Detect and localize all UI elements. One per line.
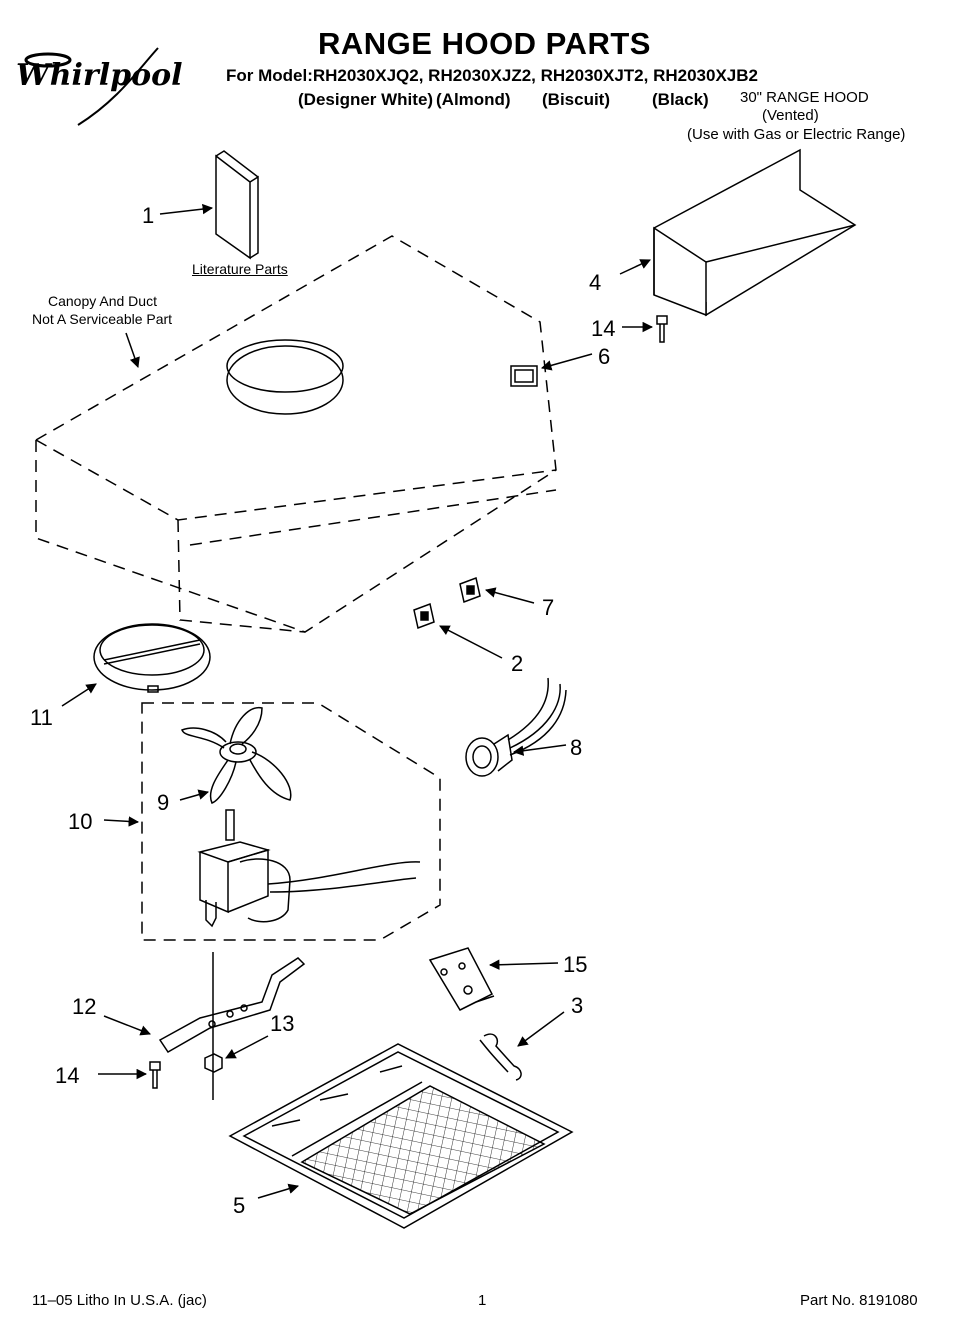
logo-wordmark: Whirlpool: [16, 58, 183, 93]
logo-swirl-icon: [24, 47, 159, 126]
callout-12: 12: [72, 994, 97, 1019]
hood-type: 30" RANGE HOOD: [740, 89, 869, 106]
leader-6: [540, 353, 593, 371]
callout-13: 13: [270, 1011, 295, 1036]
callout-15: 15: [563, 952, 588, 977]
page-number: 1: [478, 1292, 487, 1309]
fan-motor-assembly-outline: [141, 702, 441, 941]
leader-3: [517, 1011, 565, 1047]
model-list: For Model:RH2030XJQ2, RH2030XJZ2, RH2030…: [226, 66, 758, 85]
part-number: Part No. 8191080: [800, 1292, 918, 1309]
footer-litho: 11–05 Litho In U.S.A. (jac): [32, 1292, 207, 1309]
leader-9: [179, 789, 210, 801]
callout-10: 10: [68, 809, 93, 834]
callout-14-bottom: 14: [55, 1063, 80, 1088]
fan-motor: [197, 809, 421, 928]
callout-1: 1: [142, 203, 155, 228]
hex-nut: [204, 1053, 223, 1073]
leader-15: [488, 959, 559, 970]
finish-almond: (Almond): [436, 90, 511, 109]
grease-filter: [228, 1043, 574, 1229]
switch-light: [413, 602, 435, 630]
leader-1: [159, 203, 214, 215]
page-title: RANGE HOOD PARTS: [318, 26, 651, 61]
callout-7: 7: [542, 595, 555, 620]
damper-duct-connector: [653, 148, 857, 317]
callout-4: 4: [589, 270, 602, 295]
leader-11: [61, 683, 97, 707]
callout-2: 2: [511, 651, 524, 676]
literature-parts-label: Literature Parts: [192, 261, 288, 277]
callout-3: 3: [571, 993, 584, 1018]
leader-4: [619, 259, 651, 275]
switch-fan: [459, 576, 481, 604]
leader-7: [484, 587, 535, 604]
leader-10: [103, 816, 140, 827]
rating-label: [510, 365, 538, 387]
canopy-label-line1: Canopy And Duct: [48, 293, 157, 309]
callout-9: 9: [157, 790, 170, 815]
fan-blade: [181, 706, 292, 804]
callout-6: 6: [598, 344, 611, 369]
leader-13: [225, 1035, 269, 1059]
finish-black: (Black): [652, 90, 709, 109]
finish-designer-white: (Designer White): [298, 90, 434, 109]
wire-clip: [479, 1033, 522, 1081]
literature-booklet: [215, 150, 259, 260]
canopy-outline: [35, 235, 557, 633]
hood-usage: (Use with Gas or Electric Range): [687, 126, 906, 143]
screw-bottom: [149, 1061, 161, 1089]
leader-canopy: [125, 332, 140, 368]
lamp-socket: [465, 677, 567, 777]
screw-top: [656, 315, 668, 343]
callout-11: 11: [30, 705, 53, 730]
leader-8: [512, 744, 567, 756]
leader-2: [439, 625, 503, 659]
callout-14-top: 14: [591, 316, 616, 341]
finish-biscuit: (Biscuit): [542, 90, 610, 109]
canopy-label-line2: Not A Serviceable Part: [32, 311, 173, 327]
duct-collar: [226, 345, 344, 415]
lamp-bracket: [428, 947, 495, 1011]
hood-vented: (Vented): [762, 107, 819, 124]
leader-5: [257, 1183, 300, 1199]
callout-8: 8: [570, 735, 583, 760]
callout-5: 5: [233, 1193, 246, 1218]
motor-mount-bracket: [158, 957, 306, 1053]
leader-12: [103, 1015, 151, 1036]
whirlpool-logo: [18, 40, 198, 130]
fan-mounting-ring: [93, 623, 211, 693]
